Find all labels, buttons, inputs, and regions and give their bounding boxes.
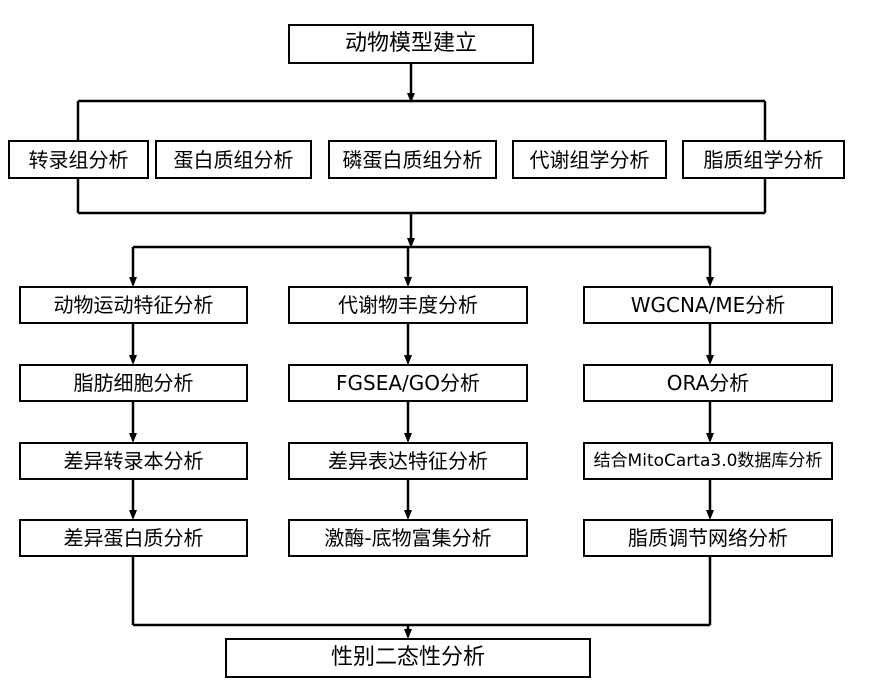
node-label: 脂质组学分析 bbox=[703, 147, 824, 172]
node-animal-locomotion-feature-analysis[interactable]: 动物运动特征分析 bbox=[19, 286, 248, 324]
node-metabolomics-analysis[interactable]: 代谢组学分析 bbox=[512, 140, 667, 179]
node-label: 动物运动特征分析 bbox=[53, 293, 214, 317]
node-lipidomics-analysis[interactable]: 脂质组学分析 bbox=[682, 140, 845, 179]
node-mitocarta-database-analysis[interactable]: 结合MitoCarta3.0数据库分析 bbox=[583, 442, 833, 480]
node-label: 性别二态性分析 bbox=[330, 645, 485, 670]
node-kinase-substrate-enrichment-analysis[interactable]: 激酶-底物富集分析 bbox=[288, 519, 528, 557]
node-label: 磷蛋白质组分析 bbox=[342, 147, 483, 172]
node-label: 转录组分析 bbox=[28, 147, 129, 172]
node-label: 激酶-底物富集分析 bbox=[324, 526, 492, 550]
node-phosphoproteomics-analysis[interactable]: 磷蛋白质组分析 bbox=[328, 140, 497, 179]
node-label: 动物模型建立 bbox=[344, 31, 477, 56]
node-differential-protein-analysis[interactable]: 差异蛋白质分析 bbox=[19, 519, 248, 557]
node-lipid-regulatory-network-analysis[interactable]: 脂质调节网络分析 bbox=[583, 519, 833, 557]
node-label: 代谢物丰度分析 bbox=[338, 293, 478, 317]
edge-split-bus-to-columns bbox=[129, 245, 714, 287]
node-label: 结合MitoCarta3.0数据库分析 bbox=[593, 450, 823, 471]
node-metabolite-abundance-analysis[interactable]: 代谢物丰度分析 bbox=[288, 286, 528, 324]
node-label: 差异蛋白质分析 bbox=[63, 526, 204, 550]
node-label: 蛋白质组分析 bbox=[173, 147, 294, 172]
node-label: 差异表达特征分析 bbox=[328, 449, 488, 473]
edge-omics-to-merge-bus bbox=[76, 179, 767, 248]
node-fgsea-go-analysis[interactable]: FGSEA/GO分析 bbox=[288, 364, 528, 402]
node-differential-expression-feature-analysis[interactable]: 差异表达特征分析 bbox=[288, 442, 528, 480]
node-label: 差异转录本分析 bbox=[63, 449, 204, 473]
node-wgcna-me-analysis[interactable]: WGCNA/ME分析 bbox=[583, 286, 833, 324]
node-label: ORA分析 bbox=[666, 371, 750, 395]
node-label: 代谢组学分析 bbox=[529, 147, 650, 172]
node-animal-model-establishment[interactable]: 动物模型建立 bbox=[288, 24, 534, 64]
node-adipocyte-analysis[interactable]: 脂肪细胞分析 bbox=[19, 364, 248, 402]
node-sexual-dimorphism-analysis[interactable]: 性别二态性分析 bbox=[225, 638, 591, 678]
node-differential-transcript-analysis[interactable]: 差异转录本分析 bbox=[19, 442, 248, 480]
node-transcriptomics-analysis[interactable]: 转录组分析 bbox=[8, 140, 149, 179]
edge-root-to-omics-bus bbox=[76, 64, 767, 140]
node-label: FGSEA/GO分析 bbox=[336, 371, 480, 395]
node-label: 脂质调节网络分析 bbox=[628, 526, 788, 550]
edge-columns-to-final bbox=[131, 557, 712, 639]
node-label: 脂肪细胞分析 bbox=[73, 371, 194, 395]
node-proteomics-analysis[interactable]: 蛋白质组分析 bbox=[155, 140, 312, 179]
node-ora-analysis[interactable]: ORA分析 bbox=[583, 364, 833, 402]
node-label: WGCNA/ME分析 bbox=[630, 293, 786, 317]
